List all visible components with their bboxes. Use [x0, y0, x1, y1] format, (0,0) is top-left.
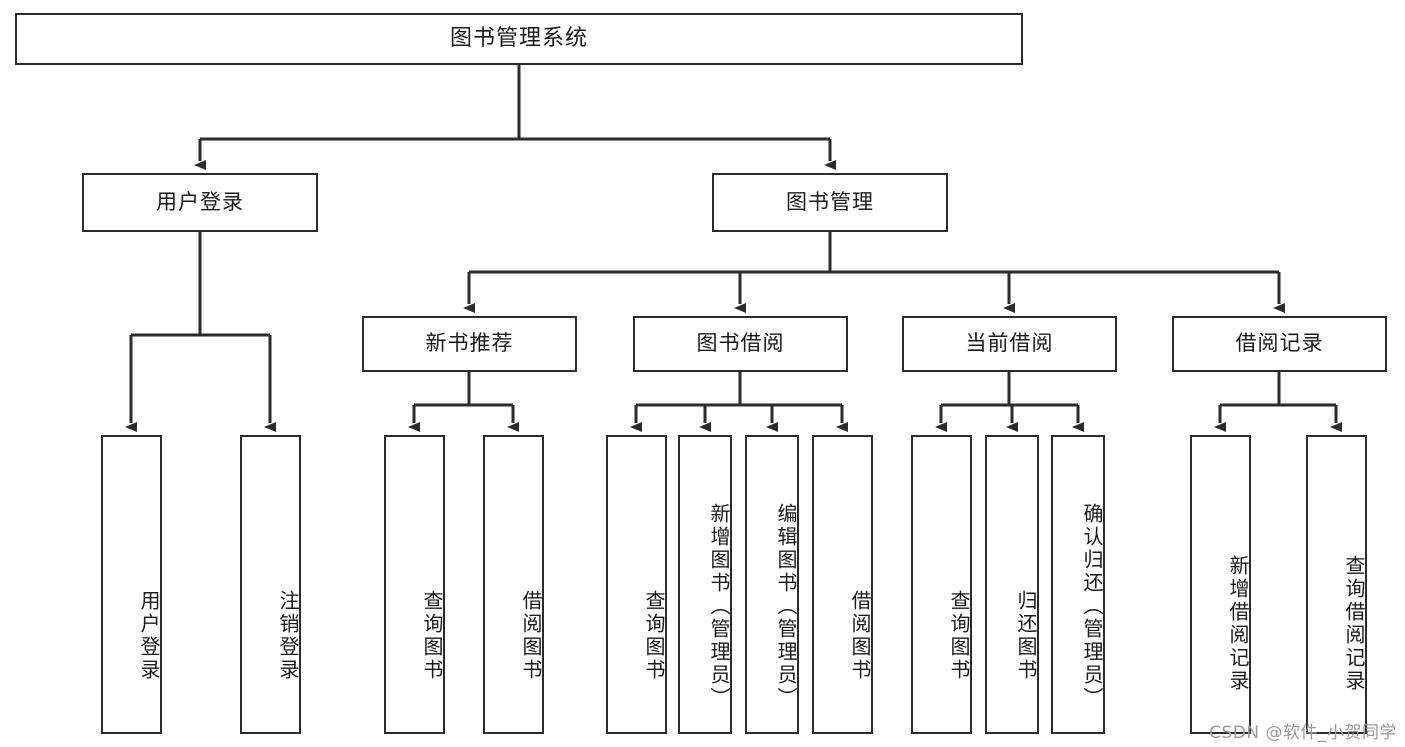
node-leaf-add-borrow-record[interactable]: 新增借阅记录: [1190, 435, 1251, 734]
leaf-label: 查询图书: [947, 589, 971, 682]
node-leaf-user-logout[interactable]: 注销登录: [240, 435, 301, 734]
node-leaf-borrow-book-1[interactable]: 借阅图书: [483, 435, 544, 734]
leaf-label: 编辑图书（管理员）: [774, 503, 798, 710]
leaf-label: 查询图书: [642, 589, 666, 682]
node-new-book-recommend[interactable]: 新书推荐: [362, 316, 577, 372]
node-leaf-query-book-3[interactable]: 查询图书: [911, 435, 972, 734]
leaf-label: 借阅图书: [848, 589, 872, 682]
node-leaf-user-login[interactable]: 用户登录: [101, 435, 162, 734]
node-leaf-query-borrow-record[interactable]: 查询借阅记录: [1306, 435, 1367, 734]
leaf-label: 用户登录: [137, 589, 161, 682]
node-leaf-add-book[interactable]: 新增图书（管理员）: [678, 435, 732, 734]
node-user-login[interactable]: 用户登录: [82, 173, 318, 232]
node-current-borrow[interactable]: 当前借阅: [902, 316, 1117, 372]
node-leaf-query-book-1[interactable]: 查询图书: [384, 435, 445, 734]
node-leaf-query-book-2[interactable]: 查询图书: [606, 435, 667, 734]
leaf-label: 确认归还（管理员）: [1080, 503, 1104, 710]
leaf-label: 新增图书（管理员）: [707, 503, 731, 710]
leaf-label: 查询借阅记录: [1342, 555, 1366, 693]
leaf-label: 新增借阅记录: [1226, 555, 1250, 693]
node-book-borrow[interactable]: 图书借阅: [633, 316, 848, 372]
node-leaf-confirm-return[interactable]: 确认归还（管理员）: [1051, 435, 1105, 734]
node-root[interactable]: 图书管理系统: [15, 13, 1023, 65]
node-book-manage[interactable]: 图书管理: [712, 173, 948, 232]
node-leaf-edit-book[interactable]: 编辑图书（管理员）: [745, 435, 799, 734]
node-leaf-return-book[interactable]: 归还图书: [985, 435, 1039, 734]
node-leaf-borrow-book-2[interactable]: 借阅图书: [812, 435, 873, 734]
leaf-label: 查询图书: [420, 589, 444, 682]
csdn-watermark: CSDN @软件_小贺同学: [1209, 723, 1397, 743]
leaf-label: 借阅图书: [519, 589, 543, 682]
leaf-label: 注销登录: [276, 589, 300, 682]
leaf-label: 归还图书: [1014, 589, 1038, 682]
node-borrow-record[interactable]: 借阅记录: [1172, 316, 1387, 372]
